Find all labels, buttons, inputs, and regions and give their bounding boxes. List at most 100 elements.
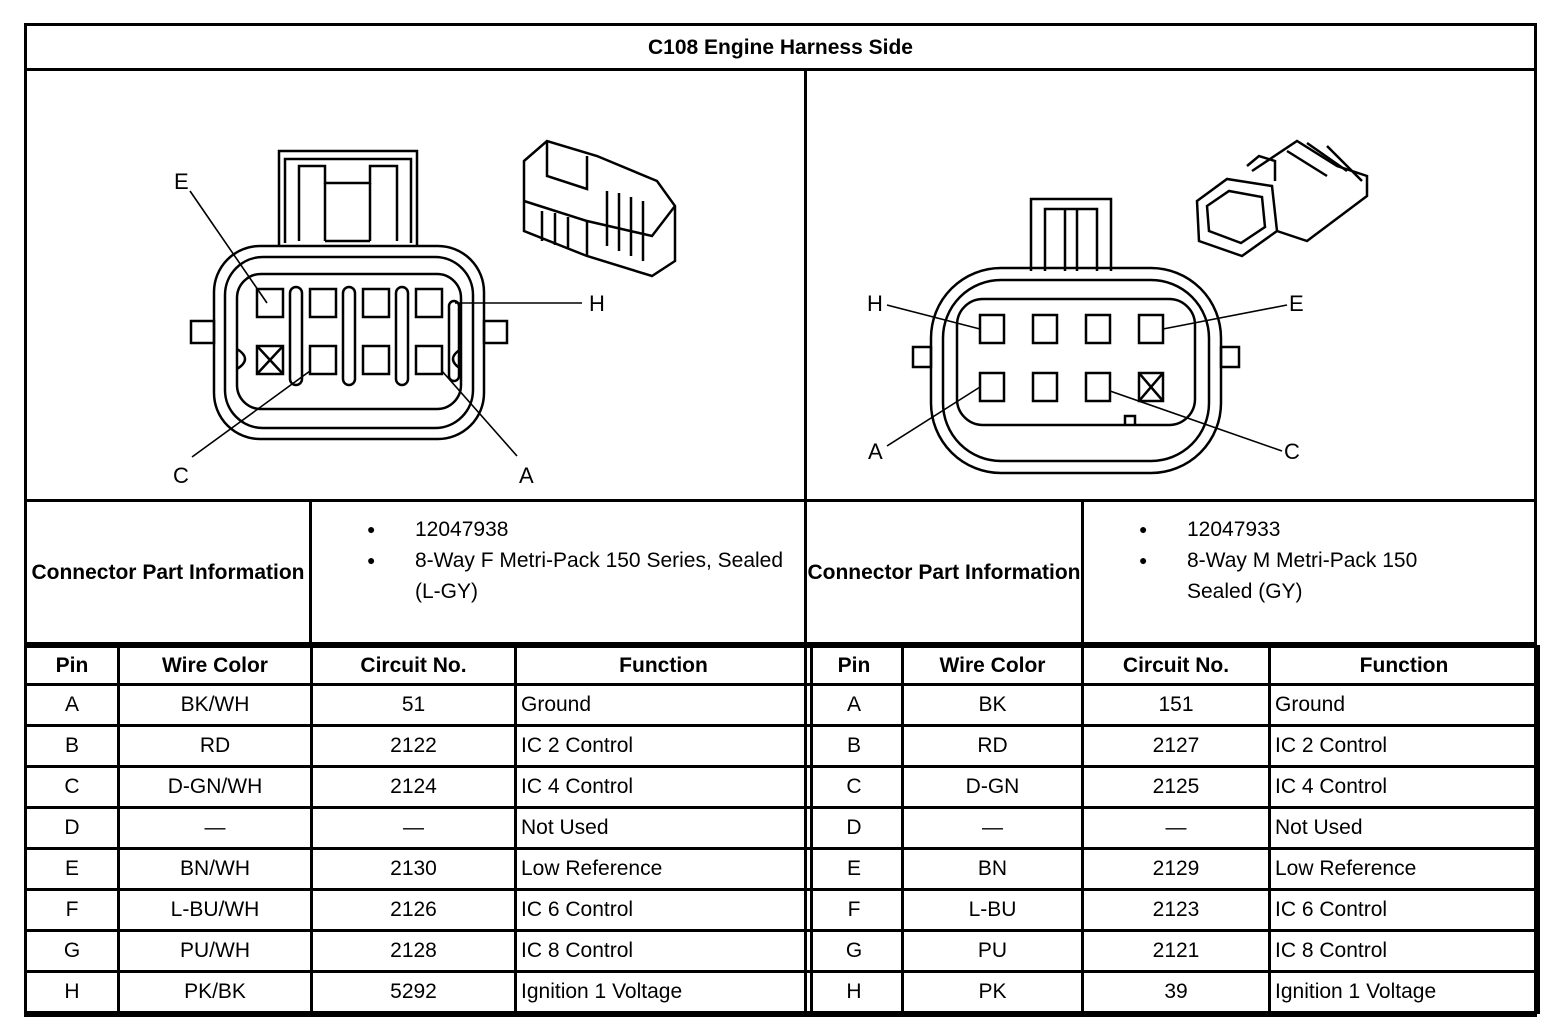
cell-function: IC 4 Control bbox=[1268, 765, 1540, 809]
cell-circuit-no: 5292 bbox=[310, 970, 517, 1014]
table-header-row: Pin Wire Color Circuit No. Function bbox=[24, 645, 813, 686]
col-header-circuit-no: Circuit No. bbox=[1081, 645, 1271, 686]
cell-wire-color: BK/WH bbox=[117, 683, 313, 727]
cell-wire-color: PK/BK bbox=[117, 970, 313, 1014]
right-part-description: 8-Way M Metri-Pack 150 Sealed (GY) bbox=[1187, 549, 1418, 603]
col-header-wire-color: Wire Color bbox=[901, 645, 1084, 686]
cell-circuit-no: 2123 bbox=[1081, 888, 1271, 932]
cell-function: Ignition 1 Voltage bbox=[1268, 970, 1540, 1014]
col-header-circuit-no: Circuit No. bbox=[310, 645, 517, 686]
left-label-e: E bbox=[174, 169, 189, 194]
table-row: D——Not Used bbox=[804, 806, 1540, 850]
cell-pin: B bbox=[24, 724, 120, 768]
cell-circuit-no: 2121 bbox=[1081, 929, 1271, 973]
cell-pin: H bbox=[804, 970, 904, 1014]
cell-wire-color: PK bbox=[901, 970, 1084, 1014]
cell-wire-color: — bbox=[901, 806, 1084, 850]
col-header-wire-color: Wire Color bbox=[117, 645, 313, 686]
cell-pin: A bbox=[804, 683, 904, 727]
right-info-item: ●8-Way M Metri-Pack 150 Sealed (GY) bbox=[1139, 549, 1418, 603]
right-info-item: ●12047933 bbox=[1139, 518, 1281, 541]
cell-pin: D bbox=[24, 806, 120, 850]
right-part-number: 12047933 bbox=[1187, 518, 1281, 541]
right-label-a: A bbox=[868, 439, 883, 464]
connector-sheet: C108 Engine Harness Side bbox=[24, 23, 1540, 1017]
cell-pin: H bbox=[24, 970, 120, 1014]
col-header-function: Function bbox=[514, 645, 813, 686]
cell-pin: G bbox=[804, 929, 904, 973]
col-header-pin: Pin bbox=[804, 645, 904, 686]
cell-function: IC 6 Control bbox=[1268, 888, 1540, 932]
cell-wire-color: L-BU/WH bbox=[117, 888, 313, 932]
cell-circuit-no: 2129 bbox=[1081, 847, 1271, 891]
left-part-info: Connector Part Information ●12047938 ●8-… bbox=[27, 499, 807, 645]
right-part-info: Connector Part Information ●12047933 ●8-… bbox=[807, 499, 1534, 645]
cell-wire-color: PU bbox=[901, 929, 1084, 973]
cell-circuit-no: 2125 bbox=[1081, 765, 1271, 809]
cell-circuit-no: 2122 bbox=[310, 724, 517, 768]
cell-pin: B bbox=[804, 724, 904, 768]
table-header-row: Pin Wire Color Circuit No. Function bbox=[804, 645, 1540, 686]
col-header-pin: Pin bbox=[24, 645, 120, 686]
table-row: D——Not Used bbox=[24, 806, 813, 850]
cell-function: Low Reference bbox=[514, 847, 813, 891]
cell-wire-color: BN/WH bbox=[117, 847, 313, 891]
cell-wire-color: BK bbox=[901, 683, 1084, 727]
cell-circuit-no: 2126 bbox=[310, 888, 517, 932]
right-info-values: ●12047933 ●8-Way M Metri-Pack 150 Sealed… bbox=[1084, 502, 1534, 642]
cell-circuit-no: — bbox=[310, 806, 517, 850]
cell-circuit-no: 2127 bbox=[1081, 724, 1271, 768]
sheet-title: C108 Engine Harness Side bbox=[27, 26, 1534, 71]
cell-wire-color: — bbox=[117, 806, 313, 850]
left-part-number: 12047938 bbox=[415, 518, 509, 541]
cell-function: IC 8 Control bbox=[514, 929, 813, 973]
cell-function: IC 8 Control bbox=[1268, 929, 1540, 973]
cell-wire-color: L-BU bbox=[901, 888, 1084, 932]
cell-circuit-no: — bbox=[1081, 806, 1271, 850]
cell-function: Ground bbox=[514, 683, 813, 727]
right-label-e: E bbox=[1289, 291, 1304, 316]
cell-wire-color: D-GN bbox=[901, 765, 1084, 809]
left-info-item: ●8-Way F Metri-Pack 150 Series, Sealed (… bbox=[367, 549, 784, 603]
cell-wire-color: RD bbox=[901, 724, 1084, 768]
cell-function: Not Used bbox=[514, 806, 813, 850]
cell-wire-color: RD bbox=[117, 724, 313, 768]
cell-pin: A bbox=[24, 683, 120, 727]
cell-pin: C bbox=[804, 765, 904, 809]
left-label-c: C bbox=[173, 463, 189, 488]
left-info-values: ●12047938 ●8-Way F Metri-Pack 150 Series… bbox=[312, 502, 807, 642]
cell-pin: F bbox=[804, 888, 904, 932]
cell-function: IC 6 Control bbox=[514, 888, 813, 932]
left-part-description: 8-Way F Metri-Pack 150 Series, Sealed (L… bbox=[415, 549, 784, 603]
cell-pin: E bbox=[24, 847, 120, 891]
left-label-a: A bbox=[519, 463, 534, 488]
left-info-caption: Connector Part Information bbox=[27, 502, 312, 642]
cell-function: Ground bbox=[1268, 683, 1540, 727]
cell-wire-color: BN bbox=[901, 847, 1084, 891]
cell-pin: G bbox=[24, 929, 120, 973]
cell-function: Not Used bbox=[1268, 806, 1540, 850]
right-label-c: C bbox=[1284, 439, 1300, 464]
cell-function: Ignition 1 Voltage bbox=[514, 970, 813, 1014]
cell-function: IC 2 Control bbox=[1268, 724, 1540, 768]
cell-wire-color: PU/WH bbox=[117, 929, 313, 973]
cell-pin: C bbox=[24, 765, 120, 809]
cell-function: IC 2 Control bbox=[514, 724, 813, 768]
cell-circuit-no: 51 bbox=[310, 683, 517, 727]
col-header-function: Function bbox=[1268, 645, 1540, 686]
